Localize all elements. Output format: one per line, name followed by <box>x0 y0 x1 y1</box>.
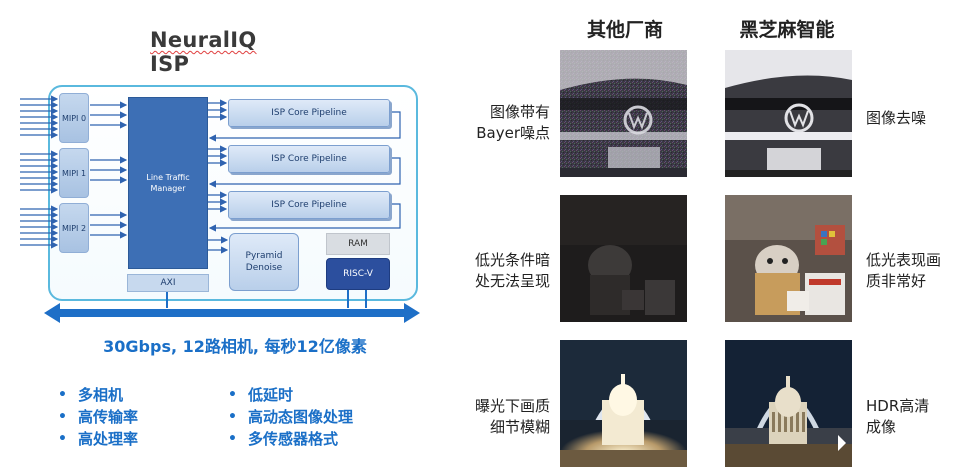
title-suffix: ISP <box>150 52 190 76</box>
bullet-icon: • <box>228 387 237 403</box>
photo-lowlight-dark <box>560 195 687 322</box>
mipi-input-arrows <box>20 95 59 249</box>
features-left-list: • 多相机 • 高传输率 • 高处理率 <box>58 384 138 450</box>
pyramid-denoise-block: Pyramid Denoise <box>229 233 299 291</box>
pyramid-label: Pyramid Denoise <box>245 251 283 273</box>
feature-item: • 多传感器格式 <box>228 428 353 450</box>
feature-item: • 低延时 <box>228 384 353 406</box>
bullet-icon: • <box>58 387 67 403</box>
photo-night-blurry <box>560 340 687 467</box>
diagram-title: NeuralIQ ISP <box>150 28 300 76</box>
feature-label: 低延时 <box>248 386 294 404</box>
feature-label: 高处理率 <box>78 430 139 448</box>
photo-car-clean <box>725 50 852 177</box>
feature-label: 多传感器格式 <box>248 430 339 448</box>
row-3-left-label: 曝光下画质 细节模糊 <box>474 397 550 436</box>
mipi-to-ltm-arrows <box>90 101 128 239</box>
column-header-black-sesame: 黑芝麻智能 <box>739 19 835 41</box>
mipi-1-block: MIPI 1 <box>59 148 89 198</box>
features-right-list: • 低延时 • 高动态图像处理 • 多传感器格式 <box>228 384 353 450</box>
feature-label: 高传输率 <box>78 408 139 426</box>
feature-item: • 高动态图像处理 <box>228 406 353 428</box>
bullet-icon: • <box>58 409 67 425</box>
pipeline-feedback-arrows <box>208 111 401 232</box>
row-1-left-label: 图像带有 Bayer噪点 <box>476 103 550 142</box>
axi-block: AXI <box>127 274 209 292</box>
photo-lowlight-bright <box>725 195 852 322</box>
ram-block: RAM <box>326 233 390 255</box>
row-2-right-label: 低光表现画 质非常好 <box>866 251 942 290</box>
row-1-right-label: 图像去噪 <box>866 109 927 127</box>
bus-vertical-arrows <box>166 290 367 308</box>
photo-night-hdr <box>725 340 852 467</box>
ltm-to-pipeline-arrows <box>208 99 229 254</box>
bullet-icon: • <box>58 431 67 447</box>
feature-item: • 高传输率 <box>58 406 138 428</box>
isp-core-pipeline-1: ISP Core Pipeline <box>228 99 390 127</box>
isp-core-pipeline-2: ISP Core Pipeline <box>228 145 390 173</box>
line-traffic-manager: Line Traffic Manager <box>128 97 208 269</box>
bullet-icon: • <box>228 431 237 447</box>
feature-label: 高动态图像处理 <box>248 408 354 426</box>
brand-name: NeuralIQ <box>150 28 257 52</box>
performance-tagline: 30Gbps, 12路相机, 每秒12亿像素 <box>103 337 367 356</box>
photo-car-noisy <box>560 50 687 177</box>
mipi-0-block: MIPI 0 <box>59 93 89 143</box>
mipi-2-block: MIPI 2 <box>59 203 89 253</box>
isp-core-pipeline-3: ISP Core Pipeline <box>228 191 390 219</box>
riscv-block: RISC-V <box>326 258 390 290</box>
feature-item: • 多相机 <box>58 384 138 406</box>
column-header-other-vendors: 其他厂商 <box>586 19 663 41</box>
ltm-label: Line Traffic Manager <box>146 173 190 193</box>
feature-item: • 高处理率 <box>58 428 138 450</box>
bullet-icon: • <box>228 409 237 425</box>
row-2-left-label: 低光条件暗 处无法呈现 <box>474 251 550 290</box>
system-bus-arrow <box>44 303 420 323</box>
row-3-right-label: HDR高清 成像 <box>866 397 930 436</box>
feature-label: 多相机 <box>78 386 124 404</box>
